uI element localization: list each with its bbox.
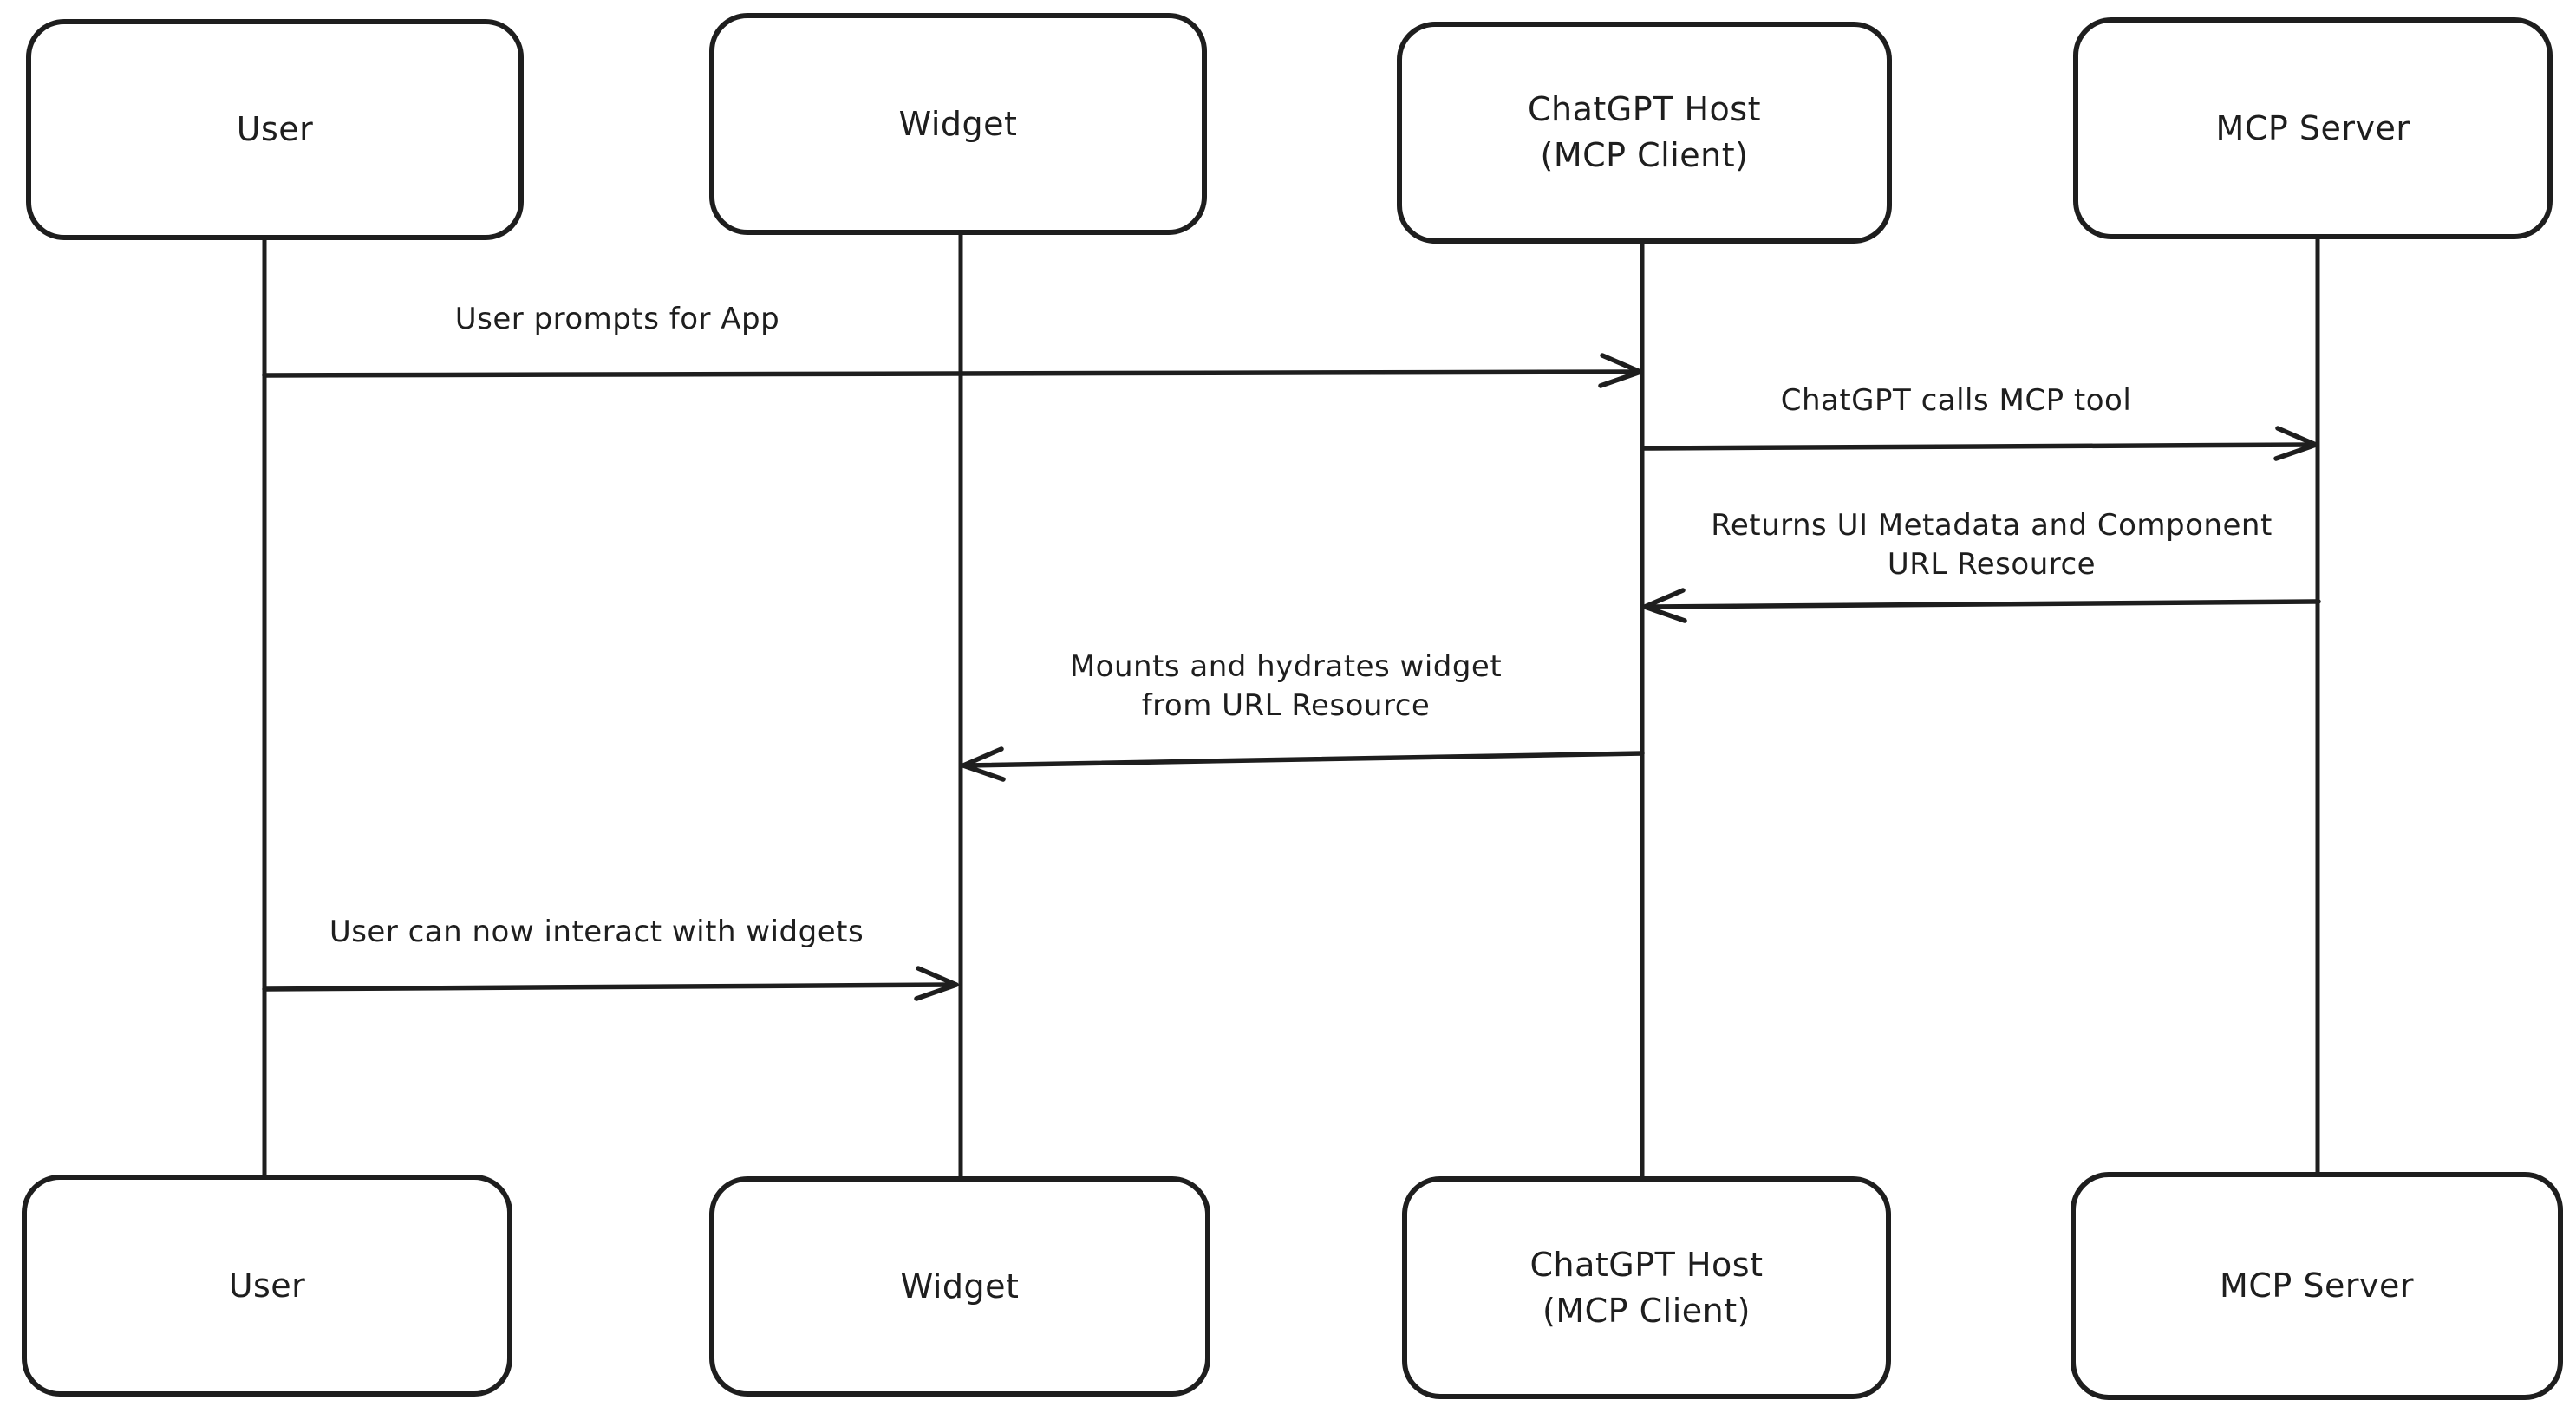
message-arrow-4-head xyxy=(961,746,1006,782)
actor-label-line: ChatGPT Host xyxy=(1529,1245,1764,1284)
actor-label-line: MCP Server xyxy=(2215,108,2410,147)
actor-label-mcp-server-bottom: MCP Server xyxy=(2220,1263,2414,1309)
message-label-line: URL Resource xyxy=(1887,547,2097,582)
actor-label-line: (MCP Client) xyxy=(1540,136,1749,174)
message-label-line: ChatGPT calls MCP tool xyxy=(1780,383,2132,418)
actor-box-widget-top: Widget xyxy=(709,13,1207,235)
message-label-user-prompts: User prompts for App xyxy=(455,300,779,339)
actor-label-line: User xyxy=(228,1266,306,1305)
message-label-mounts-hydrates: Mounts and hydrates widget from URL Reso… xyxy=(1070,648,1502,726)
actor-box-user-top: User xyxy=(26,19,524,240)
actor-box-user-bottom: User xyxy=(22,1175,512,1397)
actor-label-line: MCP Server xyxy=(2220,1266,2414,1305)
actor-label-line: ChatGPT Host xyxy=(1528,90,1761,128)
actor-label-line: Widget xyxy=(898,104,1018,143)
message-arrow-4-shaft xyxy=(964,751,1645,768)
message-label-chatgpt-calls-tool: ChatGPT calls MCP tool xyxy=(1781,381,2132,420)
message-arrow-1-head xyxy=(1598,353,1643,388)
actor-label-chatgpt-host-top: ChatGPT Host (MCP Client) xyxy=(1528,87,1761,179)
actor-box-chatgpt-host-bottom: ChatGPT Host (MCP Client) xyxy=(1402,1176,1891,1399)
message-label-line: Returns UI Metadata and Component xyxy=(1711,508,2273,543)
actor-box-mcp-server-top: MCP Server xyxy=(2073,17,2553,239)
actor-label-mcp-server-top: MCP Server xyxy=(2216,106,2410,152)
message-label-line: Mounts and hydrates widget xyxy=(1069,649,1503,684)
message-label-returns-metadata: Returns UI Metadata and Component URL Re… xyxy=(1711,506,2273,584)
actor-box-widget-bottom: Widget xyxy=(709,1176,1210,1397)
actor-label-user-bottom: User xyxy=(229,1263,306,1309)
actor-box-mcp-server-bottom: MCP Server xyxy=(2071,1172,2563,1400)
actor-label-line: (MCP Client) xyxy=(1542,1291,1751,1330)
message-label-line: User prompts for App xyxy=(454,302,780,336)
actor-label-chatgpt-host-bottom: ChatGPT Host (MCP Client) xyxy=(1530,1242,1764,1334)
message-label-line: from URL Resource xyxy=(1141,688,1431,723)
actor-box-chatgpt-host-top: ChatGPT Host (MCP Client) xyxy=(1397,22,1892,244)
actor-label-line: Widget xyxy=(900,1266,1020,1306)
actor-label-line: User xyxy=(236,110,314,148)
actor-label-widget-bottom: Widget xyxy=(901,1264,1020,1310)
message-arrow-2-shaft xyxy=(1640,442,2315,451)
message-arrow-2-head xyxy=(2273,426,2318,461)
message-arrow-1-shaft xyxy=(262,369,1640,378)
message-arrow-5-shaft xyxy=(262,982,955,992)
actor-label-user-top: User xyxy=(237,107,314,153)
message-arrow-3-shaft xyxy=(1646,599,2321,609)
actor-label-widget-top: Widget xyxy=(899,101,1018,147)
message-arrow-3-head xyxy=(1642,588,1687,623)
message-label-user-interacts: User can now interact with widgets xyxy=(329,913,864,952)
message-arrow-5-head xyxy=(914,966,959,1001)
message-label-line: User can now interact with widgets xyxy=(329,915,864,949)
